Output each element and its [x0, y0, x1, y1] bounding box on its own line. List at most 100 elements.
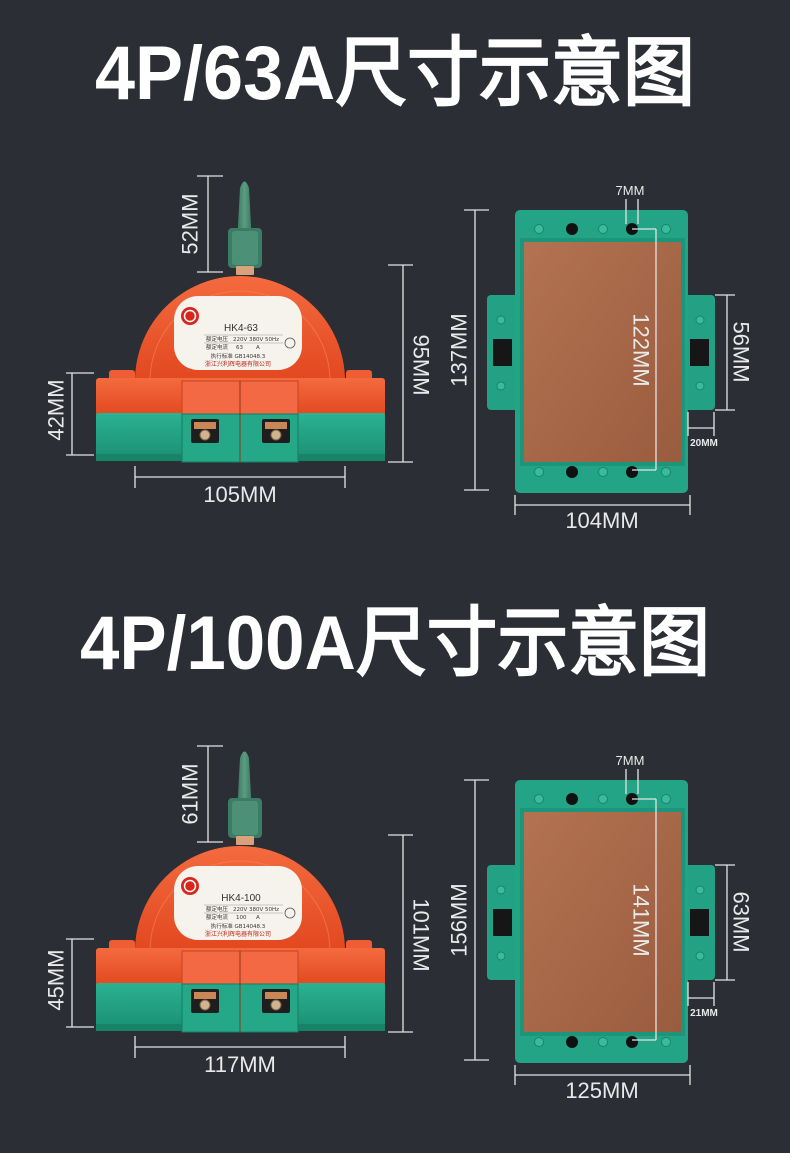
- ccc-mark-icon: [284, 907, 296, 919]
- rivet: [534, 467, 544, 477]
- ear-rivet: [496, 951, 506, 961]
- ear-rivet: [496, 315, 506, 325]
- ear-slot-right: [690, 909, 709, 936]
- section-4p-100a: 4P/100A尺寸示意图 HK4: [44, 601, 754, 1103]
- brand-logo-icon: [181, 877, 199, 895]
- section-title: 4P/100A尺寸示意图: [80, 601, 710, 686]
- rated-voltage-label: 额定电压: [206, 905, 229, 913]
- ear-length-label: 56MM: [729, 321, 754, 382]
- total-height-label: 95MM: [409, 334, 434, 395]
- hole-spacing-label: 122MM: [629, 313, 654, 386]
- current-unit: A: [256, 345, 260, 351]
- rivet: [661, 794, 671, 804]
- rivet: [598, 224, 608, 234]
- nameplate-background: [174, 866, 302, 940]
- standard-text: 执行标准 GB14048.3: [211, 922, 266, 930]
- total-height-label: 101MM: [409, 898, 434, 971]
- voltage-1: 220V: [233, 337, 247, 343]
- copper-contact-left: [194, 422, 216, 429]
- ear-slot-right: [690, 339, 709, 366]
- section-title: 4P/63A尺寸示意图: [95, 31, 695, 116]
- nameplate: HK4-100 额定电压 220V 380V 50Hz 额定电流 100 A 执…: [174, 866, 302, 940]
- front-width-label: 105MM: [203, 482, 276, 507]
- handle-lever: [237, 181, 252, 235]
- arc-cover-highlight: [149, 290, 331, 382]
- front-width-label: 117MM: [204, 1052, 276, 1077]
- handle-pivot: [236, 836, 254, 845]
- copper-contact-left: [194, 992, 216, 999]
- rated-voltage-label: 额定电压: [206, 335, 229, 343]
- current-unit: A: [256, 915, 260, 921]
- handle-grip-face: [232, 231, 258, 265]
- switch-top-illustration: [487, 210, 715, 493]
- switch-top-illustration: [487, 780, 715, 1063]
- frequency: 50Hz: [265, 907, 279, 913]
- mount-hole: [566, 793, 578, 805]
- copper-contact-right: [265, 422, 287, 429]
- voltage-2: 380V: [249, 337, 263, 343]
- top-view-dimensions: 156MM 141MM 7MM 63MM 21MM 125MM: [447, 753, 754, 1103]
- ear-rivet: [695, 315, 705, 325]
- front-view-dimensions: 61MM 101MM 45MM 117MM: [44, 745, 434, 1077]
- length-label: 137MM: [447, 313, 472, 386]
- top-view-dimensions: 137MM 122MM 7MM 56MM 20MM 104MM: [447, 183, 754, 533]
- nameplate-model: HK4-63: [224, 323, 258, 334]
- ear-width-label: 20MM: [690, 438, 718, 449]
- manufacturer-text: 浙江兴利辉电器有限公司: [205, 360, 271, 368]
- rivet: [598, 1037, 608, 1047]
- copper-cover-plate: [524, 242, 681, 462]
- manufacturer-text: 浙江兴利辉电器有限公司: [205, 930, 271, 938]
- nameplate-background: [174, 296, 302, 370]
- hole-diameter-label: 7MM: [616, 753, 645, 768]
- rivet: [534, 1037, 544, 1047]
- handle-height-label: 61MM: [178, 763, 203, 824]
- mount-hole: [566, 466, 578, 478]
- mount-hole: [566, 223, 578, 235]
- ear-slot-left: [493, 339, 512, 366]
- length-label: 156MM: [447, 883, 472, 956]
- switch-top-illustration-slot: [487, 780, 715, 1063]
- copper-contact-right: [265, 992, 287, 999]
- ccc-mark-icon: [284, 337, 296, 349]
- front-view-dimensions: 52MM 95MM 42MM 105MM: [44, 175, 434, 507]
- terminal-screw-left: [199, 429, 211, 441]
- rivet: [534, 794, 544, 804]
- nameplate: HK4-63 额定电压 220V 380V 50Hz 额定电流 63 A 执行标…: [174, 296, 302, 370]
- rated-current-value: 100: [236, 915, 247, 921]
- terminal-screw-left: [199, 999, 211, 1011]
- mount-hole: [626, 466, 638, 478]
- hole-spacing-label: 141MM: [629, 883, 654, 956]
- terminal-screw-right: [270, 999, 282, 1011]
- ear-rivet: [695, 885, 705, 895]
- rivet: [534, 224, 544, 234]
- top-width-label: 125MM: [565, 1078, 638, 1103]
- brand-logo-ring: [183, 309, 197, 323]
- mount-hole: [626, 1036, 638, 1048]
- ear-rivet: [496, 885, 506, 895]
- copper-cover-plate: [524, 812, 681, 1032]
- arc-cover-highlight: [149, 860, 331, 952]
- ear-width-label: 21MM: [690, 1008, 718, 1019]
- handle-grip-face: [232, 801, 258, 835]
- rated-current-label: 额定电流: [206, 913, 229, 921]
- brand-logo-ring: [183, 879, 197, 893]
- base-height-label: 45MM: [44, 949, 69, 1010]
- ear-slot-left: [493, 909, 512, 936]
- rivet: [661, 224, 671, 234]
- top-width-label: 104MM: [565, 508, 638, 533]
- handle-height-label: 52MM: [178, 193, 203, 254]
- ear-rivet: [695, 381, 705, 391]
- voltage-1: 220V: [233, 907, 247, 913]
- rivet: [598, 794, 608, 804]
- mount-hole: [566, 1036, 578, 1048]
- nameplate-model: HK4-100: [221, 893, 261, 904]
- ear-rivet: [496, 381, 506, 391]
- frequency: 50Hz: [265, 337, 279, 343]
- rivet: [661, 1037, 671, 1047]
- rivet: [598, 467, 608, 477]
- handle-pivot: [236, 266, 254, 275]
- voltage-2: 380V: [249, 907, 263, 913]
- standard-text: 执行标准 GB14048.3: [211, 352, 266, 360]
